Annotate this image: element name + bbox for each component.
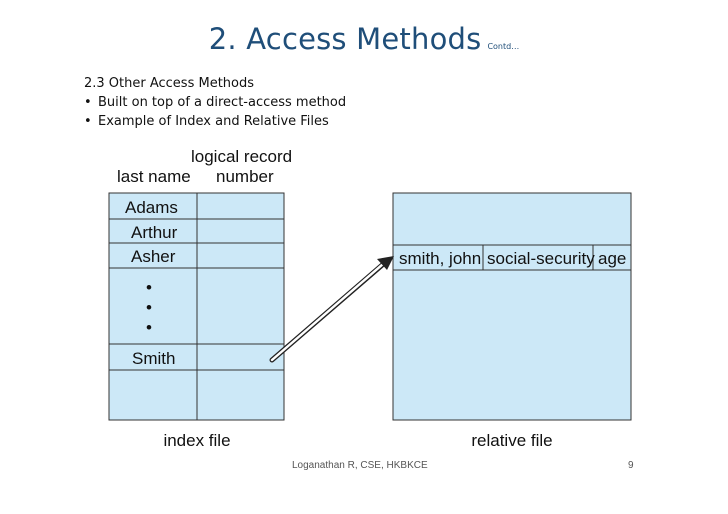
ellipsis-dot: • <box>146 298 152 317</box>
bullet-marker: • <box>84 95 92 110</box>
relative-file-label: relative file <box>471 431 552 450</box>
index-file-label: index file <box>163 431 230 450</box>
arrow-head <box>377 256 394 270</box>
slide-title-suffix: Contd… <box>487 42 520 51</box>
relative-file-table: smith, john social-security age <box>392 192 632 421</box>
pointer-arrow <box>269 256 394 363</box>
index-entry-smith: Smith <box>132 349 175 368</box>
header-number: number <box>216 167 274 186</box>
page-number: 9 <box>628 460 634 471</box>
relative-field-name: smith, john <box>399 249 481 268</box>
relative-file-body <box>392 192 632 421</box>
ellipsis-dot: • <box>146 318 152 337</box>
header-last-name: last name <box>117 167 191 186</box>
footer-author: Loganathan R, CSE, HKBKCE <box>292 460 428 471</box>
bullet-text: Example of Index and Relative Files <box>98 114 329 129</box>
bullet-text: Built on top of a direct-access method <box>98 95 347 110</box>
arrow-shaft-inner <box>270 262 385 362</box>
slide-title: 2. Access Methods <box>208 22 482 56</box>
index-entry-adams: Adams <box>125 198 178 217</box>
slide-body: 2.3 Other Access Methods • Built on top o… <box>84 74 346 131</box>
relative-field-age: age <box>598 249 626 268</box>
relative-field-ssn: social-security <box>487 249 595 268</box>
ellipsis-dot: • <box>146 278 152 297</box>
section-heading: 2.3 Other Access Methods <box>84 76 255 91</box>
bullet-marker: • <box>84 114 92 129</box>
index-entry-asher: Asher <box>131 247 176 266</box>
bullet-item: • Built on top of a direct-access method <box>84 93 346 112</box>
header-logical-record: logical record <box>191 147 293 166</box>
index-entry-arthur: Arthur <box>131 223 178 242</box>
bullet-item: • Example of Index and Relative Files <box>84 112 346 131</box>
index-file-table: Adams Arthur Asher • • • Smith <box>108 192 285 421</box>
